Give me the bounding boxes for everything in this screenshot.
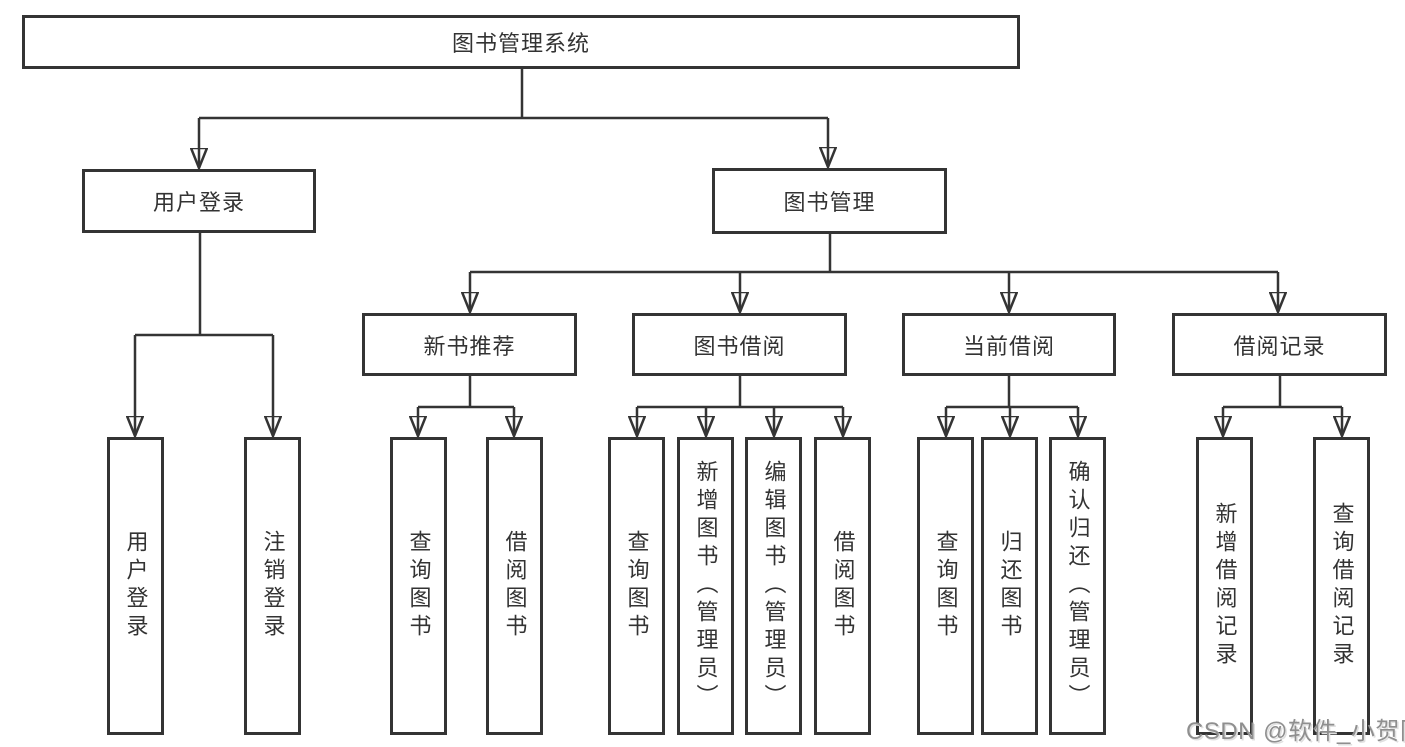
node-label: 新增图书（管理员） bbox=[693, 460, 719, 712]
node-label: 注销登录 bbox=[260, 530, 286, 642]
node-book-borrowing: 图书借阅 bbox=[632, 313, 847, 376]
node-label: 编辑图书（管理员） bbox=[761, 460, 787, 712]
node-label: 查询图书 bbox=[406, 530, 432, 642]
node-current-borrowing: 当前借阅 bbox=[902, 313, 1116, 376]
node-label: 用户登录 bbox=[152, 190, 245, 215]
leaf-br-add-record: 新增借阅记录 bbox=[1196, 437, 1253, 735]
leaf-logout: 注销登录 bbox=[244, 437, 301, 735]
csdn-watermark: CSDN @软件_小贺同学 bbox=[1186, 718, 1405, 745]
leaf-cb-confirm-return-admin: 确认归还（管理员） bbox=[1049, 437, 1106, 735]
node-label: 图书管理系统 bbox=[451, 31, 590, 56]
node-label: 当前借阅 bbox=[962, 333, 1055, 359]
leaf-br-query-record: 查询借阅记录 bbox=[1313, 437, 1370, 735]
node-new-book-recommendation: 新书推荐 bbox=[362, 313, 577, 376]
node-label: 图书借阅 bbox=[693, 333, 786, 359]
leaf-bb-query-books: 查询图书 bbox=[608, 437, 665, 735]
node-label: 借阅记录 bbox=[1233, 333, 1326, 359]
leaf-cb-query-books: 查询图书 bbox=[917, 437, 974, 735]
node-label: 用户登录 bbox=[123, 530, 149, 642]
leaf-nbr-query-books: 查询图书 bbox=[390, 437, 447, 735]
node-borrowing-records: 借阅记录 bbox=[1172, 313, 1387, 376]
node-label: 查询图书 bbox=[624, 530, 650, 642]
node-user-login: 用户登录 bbox=[82, 169, 316, 233]
leaf-bb-borrow-books: 借阅图书 bbox=[814, 437, 871, 735]
leaf-user-login: 用户登录 bbox=[107, 437, 164, 735]
node-label: 查询图书 bbox=[933, 530, 959, 642]
node-root-library-system: 图书管理系统 bbox=[22, 15, 1020, 69]
leaf-bb-edit-books-admin: 编辑图书（管理员） bbox=[745, 437, 802, 735]
leaf-cb-return-books: 归还图书 bbox=[981, 437, 1038, 735]
node-label: 借阅图书 bbox=[502, 530, 528, 642]
leaf-bb-add-books-admin: 新增图书（管理员） bbox=[677, 437, 734, 735]
node-label: 查询借阅记录 bbox=[1329, 502, 1355, 670]
node-label: 归还图书 bbox=[997, 530, 1023, 642]
node-label: 借阅图书 bbox=[830, 530, 856, 642]
connector-rails bbox=[135, 69, 1342, 409]
node-label: 新书推荐 bbox=[423, 333, 516, 359]
leaf-nbr-borrow-books: 借阅图书 bbox=[486, 437, 543, 735]
node-label: 新增借阅记录 bbox=[1212, 502, 1238, 670]
node-book-management: 图书管理 bbox=[712, 168, 947, 234]
node-label: 确认归还（管理员） bbox=[1065, 460, 1091, 712]
node-label: 图书管理 bbox=[783, 190, 876, 215]
